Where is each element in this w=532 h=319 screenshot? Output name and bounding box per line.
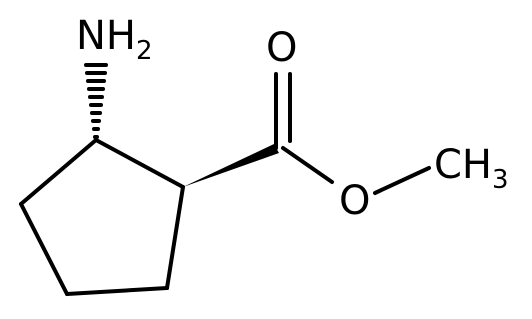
amine-label: NH2 [76,13,153,66]
methyl-symbol: CH [434,142,492,188]
hashed-wedge-bond-amine [84,63,108,139]
ring-bond-c2-c3 [165,185,185,290]
methyl-label: CH3 [434,142,509,195]
ester-single-bond [281,146,334,184]
methoxy-bond [373,166,431,195]
methyl-subscript: 3 [492,165,509,195]
carbonyl-oxygen-label: O [266,25,297,71]
ring-bond-c1-c2 [94,138,185,189]
ring-bond-c3-c4 [65,286,169,296]
ring-bond-c5-c1 [19,138,98,206]
solid-wedge-bond-ester [183,144,279,187]
amine-symbol: NH [76,13,136,59]
ring-bond-c4-c5 [19,202,69,296]
cyclopentane-ring [19,138,185,296]
ester-oxygen-label: O [339,178,370,224]
carbonyl-double-bond [274,72,292,150]
amine-subscript: 2 [136,36,153,66]
